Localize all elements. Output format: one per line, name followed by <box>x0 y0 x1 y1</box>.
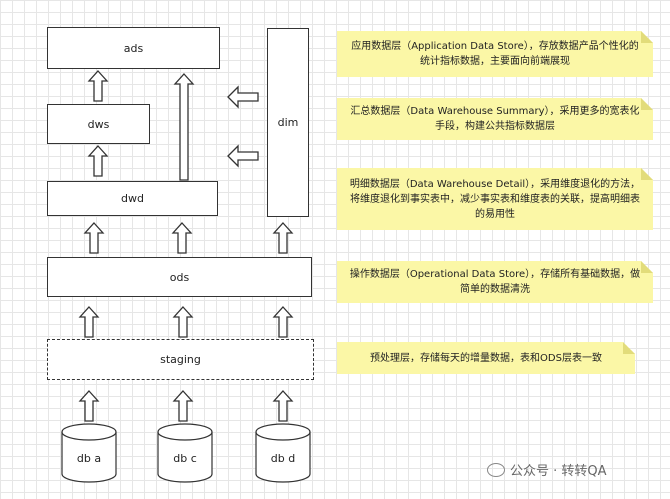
arrow-ods-to-dim <box>273 222 293 254</box>
dws-layer-box: dws <box>47 104 150 144</box>
watermark: 公众号 · 转转QA <box>487 460 607 479</box>
ads-note-text: 应用数据层（Application Data Store），存放数据产品个性化的… <box>351 41 639 67</box>
arrow-db-a-to-staging <box>79 390 99 422</box>
ads-layer-label: ads <box>123 41 144 55</box>
dws-note: 汇总数据层（Data Warehouse Summary），采用更多的宽表化手段… <box>337 98 653 140</box>
db-a-label: db a <box>76 452 102 465</box>
arrow-db-d-to-staging <box>273 390 293 422</box>
dwd-note-text: 明细数据层（Data Warehouse Detail），采用维度退化的方法，将… <box>349 178 641 220</box>
db-d-label: db d <box>270 452 296 465</box>
dwd-layer-box: dwd <box>47 181 218 216</box>
arrow-dws-to-ads <box>88 70 108 102</box>
arrow-ods-to-dwd-1 <box>84 222 104 254</box>
arrow-db-c-to-staging <box>173 390 193 422</box>
wechat-icon <box>487 462 505 477</box>
arrow-staging-to-ods-3 <box>273 306 293 338</box>
arrow-staging-to-ods-1 <box>79 306 99 338</box>
arrow-ods-to-dwd-2 <box>172 222 192 254</box>
staging-note: 预处理层，存储每天的增量数据，表和ODS层表一致 <box>337 342 635 374</box>
db-c-label: db c <box>173 452 197 465</box>
staging-layer-box: staging <box>47 339 314 380</box>
dws-layer-label: dws <box>87 117 110 131</box>
dwd-layer-label: dwd <box>121 192 144 205</box>
arrow-dwd-to-dws <box>88 145 108 177</box>
ads-note: 应用数据层（Application Data Store），存放数据产品个性化的… <box>337 31 653 77</box>
dim-layer-box: dim <box>267 28 309 217</box>
dws-note-text: 汇总数据层（Data Warehouse Summary），采用更多的宽表化手段… <box>350 106 640 132</box>
staging-note-text: 预处理层，存储每天的增量数据，表和ODS层表一致 <box>370 352 602 364</box>
arrow-staging-to-ods-2 <box>173 306 193 338</box>
ods-layer-label: ods <box>169 270 190 284</box>
arrow-dim-to-ads <box>227 86 259 108</box>
db-c-cylinder <box>157 423 213 483</box>
staging-layer-label: staging <box>160 353 201 366</box>
dim-layer-label: dim <box>277 116 299 129</box>
ods-note-text: 操作数据层（Operational Data Store），存储所有基础数据，做… <box>349 269 641 295</box>
arrow-dwd-to-ads <box>173 73 195 181</box>
ads-layer-box: ads <box>47 27 220 69</box>
ods-note: 操作数据层（Operational Data Store），存储所有基础数据，做… <box>337 261 653 303</box>
ods-layer-box: ods <box>47 257 312 297</box>
watermark-text: 公众号 · 转转QA <box>510 464 607 479</box>
dwd-note: 明细数据层（Data Warehouse Detail），采用维度退化的方法，将… <box>337 168 653 230</box>
arrow-dim-to-dws <box>227 145 259 167</box>
db-a-cylinder <box>61 423 117 483</box>
db-d-cylinder <box>255 423 311 483</box>
